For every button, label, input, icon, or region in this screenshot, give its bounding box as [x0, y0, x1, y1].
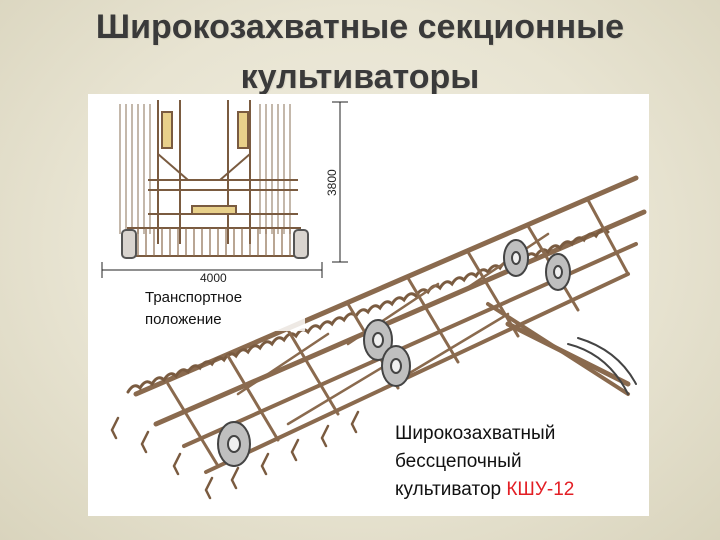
title-line-2: культиваторы — [240, 58, 480, 96]
dimension-width-label: 4000 — [200, 271, 227, 285]
title-line-1: Широкозахватные секционные — [95, 8, 625, 46]
caption-main-line-1: Широкозахватный — [395, 423, 556, 444]
caption-cultivator-model: Широкозахватный бесcцепочный культиватор… — [395, 420, 635, 504]
transport-drawing — [119, 100, 309, 259]
caption-main-line-3: культиватор КШУ-12 — [395, 476, 635, 504]
dimension-height-label: 3800 — [325, 169, 339, 196]
model-name: КШУ-12 — [506, 479, 575, 500]
caption-transport-line-1: Транспортное — [145, 289, 243, 306]
slide-title: Широкозахватные секционные культиваторы — [0, 2, 720, 102]
cultivator-wheels — [217, 239, 571, 467]
cultivator-illustration: 4000 3800 — [101, 100, 647, 500]
caption-main-prefix: культиватор — [395, 479, 507, 500]
caption-transport-position: Транспортное положение — [145, 287, 305, 331]
cultivator-figure: 4000 3800 — [88, 94, 649, 516]
caption-main-line-2: бесcцепочный — [395, 451, 522, 472]
caption-transport-line-2: положение — [145, 311, 222, 328]
dimension-lines — [101, 101, 348, 278]
